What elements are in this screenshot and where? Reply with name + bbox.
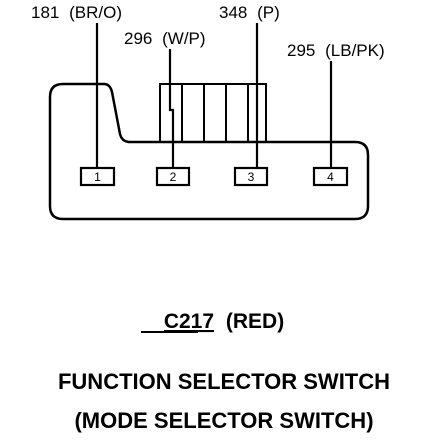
component-alt-name: (MODE SELECTOR SWITCH) xyxy=(74,408,373,433)
pin-number-4: 4 xyxy=(327,170,334,184)
component-name: FUNCTION SELECTOR SWITCH xyxy=(58,369,390,394)
connector-color: (RED) xyxy=(226,310,284,333)
pin-boxes xyxy=(79,166,349,187)
pin-box-3 xyxy=(233,166,269,187)
wire-label-295: 295 (LB/PK) xyxy=(287,41,385,60)
wire-leaders xyxy=(95,23,333,168)
wire-color-296: (W/P) xyxy=(162,29,205,48)
wire-circuit-181: 181 xyxy=(31,3,59,22)
wire-color-295: (LB/PK) xyxy=(325,41,385,60)
connector-lock-tab xyxy=(159,83,267,143)
wire-circuit-296: 296 xyxy=(124,29,152,48)
wire-color-348: (P) xyxy=(257,3,280,22)
pin-number-2: 2 xyxy=(170,170,177,184)
wire-color-181: (BR/O) xyxy=(69,3,122,22)
pin-box-1 xyxy=(79,166,116,187)
wire-label-348: 348 (P) xyxy=(219,3,280,22)
wire-label-296: 296 (W/P) xyxy=(124,29,206,48)
connector-body xyxy=(48,82,370,221)
connector-label: C217 (RED) xyxy=(164,310,284,333)
wire-label-181: 181 (BR/O) xyxy=(31,3,122,22)
wire-leader-296 xyxy=(168,49,175,168)
connector-id: C217 xyxy=(164,310,214,333)
pin-box-2 xyxy=(155,166,191,187)
pin-number-1: 1 xyxy=(94,170,101,184)
pin-box-4 xyxy=(312,166,349,187)
wire-circuit-348: 348 xyxy=(219,3,247,22)
pin-number-3: 3 xyxy=(248,170,255,184)
wire-circuit-295: 295 xyxy=(287,41,315,60)
